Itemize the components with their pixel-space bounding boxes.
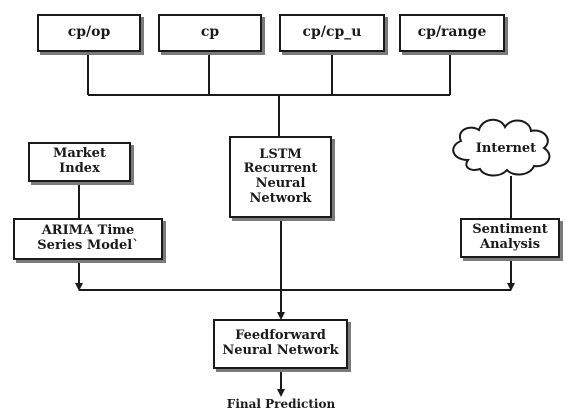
feedforward-line2: Neural Network <box>222 343 339 358</box>
input-cp-op-box: cp/op <box>37 14 141 52</box>
input-cp-cp-u-box: cp/cp_u <box>279 14 385 52</box>
sentiment-analysis-box: Sentiment Analysis <box>460 218 560 258</box>
lstm-line2: Recurrent <box>243 161 318 177</box>
market-index-box: Market Index <box>28 142 131 182</box>
lstm-line1: LSTM <box>259 146 302 162</box>
input-cp-op-label: cp/op <box>67 24 111 41</box>
lstm-line3: Neural <box>255 176 306 191</box>
input-cp-cp-u-label: cp/cp_u <box>302 24 362 41</box>
input-cp-range-box: cp/range <box>399 14 505 52</box>
sentiment-line2: Analysis <box>479 237 541 252</box>
input-cp-box: cp <box>158 14 262 52</box>
lstm-line4: Network <box>249 190 312 206</box>
arima-line2: Series Model` <box>37 238 139 253</box>
arima-line1: ARIMA Time <box>41 223 135 239</box>
sentiment-line1: Sentiment <box>472 222 548 238</box>
internet-label: Internet <box>475 140 537 156</box>
final-prediction-label: Final Prediction <box>226 397 336 412</box>
input-cp-label: cp <box>200 24 220 41</box>
market-index-line2: Index <box>59 161 100 176</box>
feedforward-line1: Feedforward <box>235 328 326 344</box>
lstm-box: LSTM Recurrent Neural Network <box>229 136 332 218</box>
arima-box: ARIMA Time Series Model` <box>13 218 163 260</box>
input-cp-range-label: cp/range <box>417 24 487 41</box>
market-index-line1: Market <box>53 146 106 162</box>
feedforward-box: Feedforward Neural Network <box>213 319 348 369</box>
